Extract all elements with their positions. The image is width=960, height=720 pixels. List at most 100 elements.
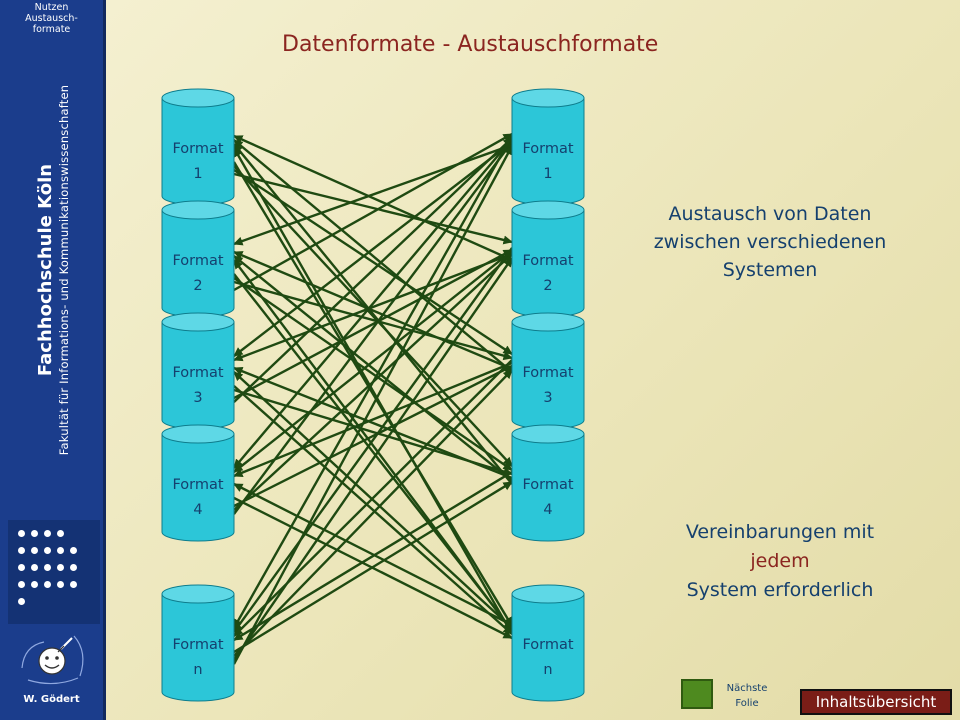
right-format-1-cylinder: Format 1 (511, 88, 585, 206)
logo-dot (44, 547, 51, 554)
arrow-right-to-left (233, 371, 513, 629)
logo-dot (18, 581, 25, 588)
logo-dot (57, 581, 64, 588)
left-format-label: 4 (193, 502, 202, 518)
right-format-4-cylinder: Format 4 (511, 424, 585, 542)
arrow-right-to-left (233, 250, 513, 473)
logo-dot (18, 598, 25, 605)
right-format-label: 1 (543, 166, 552, 182)
sidebar: Nutzen Austausch- formate Fachhochschule… (0, 0, 103, 720)
right-format-label: 3 (543, 390, 552, 406)
left-format-n-cylinder: Format n (161, 584, 235, 702)
arrow-right-to-left (233, 359, 513, 637)
logo-dot (70, 564, 77, 571)
agreement-line-1: Vereinbarungen mit (685, 521, 875, 543)
logo-dot (31, 530, 38, 537)
logo-dot (57, 530, 64, 537)
slide-title: Datenformate - Austauschformate (282, 32, 659, 57)
left-format-label: Format (172, 365, 223, 381)
author-name: W. Gödert (23, 694, 80, 705)
left-format-label: 3 (193, 390, 202, 406)
agreement-description: Vereinbarungen mit jedem System erforder… (640, 518, 920, 605)
left-format-label: n (193, 662, 202, 678)
arrow-right-to-left (233, 361, 513, 478)
right-format-3-cylinder: Format 3 (511, 312, 585, 430)
logo-dot (31, 547, 38, 554)
exchange-line-1: Austausch von Daten (668, 203, 872, 225)
arrow-right-to-left (233, 252, 513, 362)
left-format-4-cylinder: Format 4 (161, 424, 235, 542)
exchange-line-3: Systemen (722, 259, 818, 281)
connection-arrows (232, 132, 514, 665)
arrow-right-to-left (233, 143, 513, 485)
right-format-n-cylinder: Format n (511, 584, 585, 702)
agreement-line-3: System erforderlich (686, 579, 874, 601)
right-format-label: Format (522, 637, 573, 653)
arrow-left-to-right (233, 385, 513, 635)
right-format-label: n (543, 662, 552, 678)
arrow-right-to-left (233, 139, 513, 373)
mascot-icon (21, 635, 84, 685)
right-format-label: Format (522, 365, 573, 381)
left-format-label: Format (172, 141, 223, 157)
logo-dot (57, 564, 64, 571)
left-format-label: Format (172, 253, 223, 269)
right-format-label: Format (522, 477, 573, 493)
arrow-right-to-left (233, 259, 513, 632)
arrow-left-to-right (233, 277, 513, 471)
arrow-right-to-left (233, 255, 513, 482)
left-format-label: 2 (193, 278, 202, 294)
sidebar-divider (103, 0, 106, 720)
arrow-right-to-left (233, 470, 513, 642)
exchange-line-2: zwischen verschiedenen (653, 231, 887, 253)
logo-dot (18, 564, 25, 571)
logo-dot (18, 547, 25, 554)
left-format-3-cylinder: Format 3 (161, 312, 235, 430)
right-format-label: Format (522, 141, 573, 157)
table-of-contents-button[interactable]: Inhaltsübersicht (800, 689, 952, 715)
left-format-1-cylinder: Format 1 (161, 88, 235, 206)
arrow-right-to-left (233, 247, 513, 633)
arrow-left-to-right (233, 369, 513, 657)
logo-dot (44, 564, 51, 571)
agreement-highlight: jedem (750, 550, 810, 572)
left-format-2-cylinder: Format 2 (161, 200, 235, 318)
exchange-description: Austausch von Daten zwischen verschieden… (630, 200, 910, 284)
section-label: Nutzen Austausch- formate (25, 2, 78, 35)
arrow-right-to-left (233, 482, 513, 627)
logo-dot (18, 530, 25, 537)
arrow-left-to-right (233, 364, 513, 508)
right-format-label: 4 (543, 502, 552, 518)
arrow-left-to-right (233, 257, 513, 661)
right-format-label: Format (522, 253, 573, 269)
next-slide-button[interactable] (681, 679, 713, 709)
left-format-label: Format (172, 477, 223, 493)
arrow-left-to-right (233, 248, 513, 400)
arrow-right-to-left (232, 147, 514, 635)
arrow-right-to-left (233, 366, 513, 480)
logo-dot (70, 547, 77, 554)
logo-dot (44, 530, 51, 537)
arrow-right-to-left (233, 250, 513, 371)
logo-dot (57, 547, 64, 554)
right-format-label: 2 (543, 278, 552, 294)
dots-logo-icon (8, 520, 100, 624)
next-slide-label[interactable]: Nächste Folie (726, 683, 768, 709)
left-format-label: 1 (193, 166, 202, 182)
logo-dot (31, 581, 38, 588)
arrow-left-to-right (232, 161, 514, 627)
arrow-right-to-left (233, 134, 513, 262)
left-format-label: Format (172, 637, 223, 653)
arrow-left-to-right (233, 480, 513, 654)
arrow-left-to-right (233, 141, 513, 515)
arrow-left-to-right (233, 137, 513, 403)
arrow-left-to-right (232, 145, 514, 665)
arrow-right-to-left (232, 135, 514, 629)
logo-dot (70, 581, 77, 588)
logo-dot (31, 564, 38, 571)
logo-dot (44, 581, 51, 588)
right-format-2-cylinder: Format 2 (511, 200, 585, 318)
